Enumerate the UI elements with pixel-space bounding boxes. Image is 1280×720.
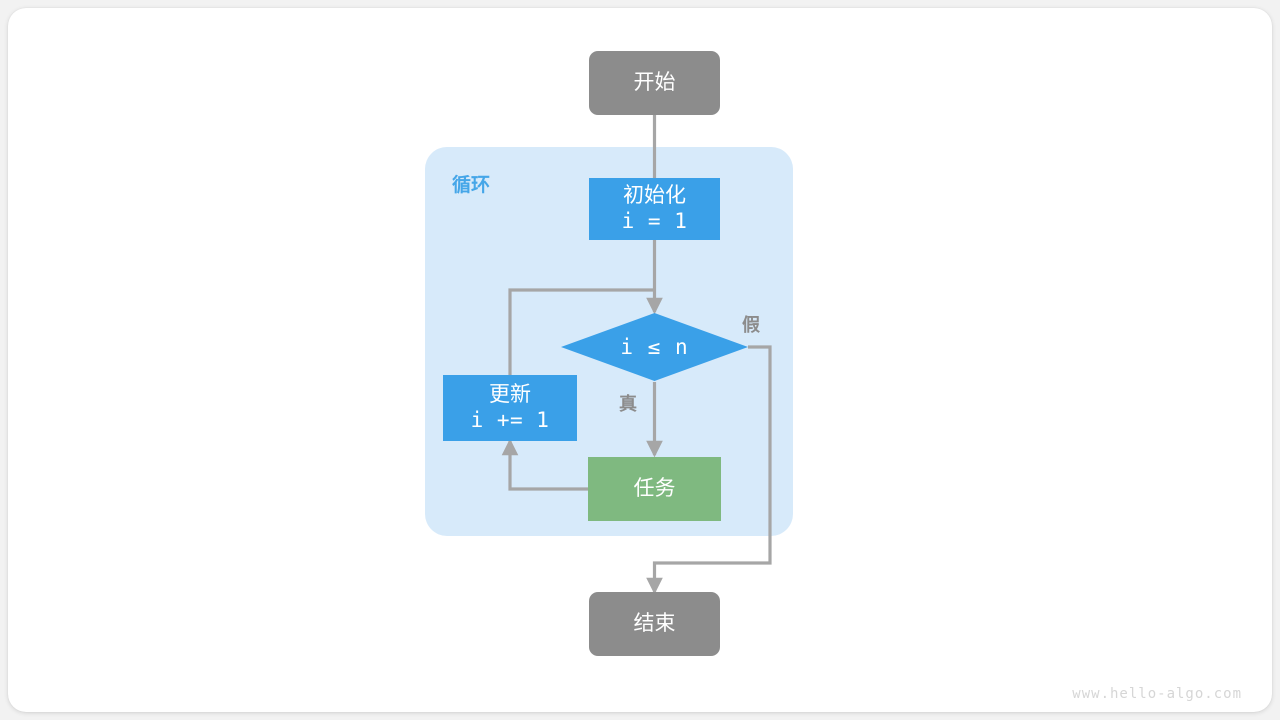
- node-start[interactable]: 开始: [589, 51, 720, 115]
- node-init[interactable]: 初始化 i = 1: [589, 178, 720, 240]
- edge-label-true: 真: [619, 394, 637, 414]
- node-update-line1: 更新: [489, 383, 531, 407]
- edge-condition-false-to-end: [646, 345, 772, 595]
- node-init-line2: i = 1: [621, 209, 688, 233]
- node-update[interactable]: 更新 i += 1: [443, 375, 577, 441]
- edge-label-false: 假: [742, 315, 760, 335]
- loop-group-label: 循环: [452, 175, 491, 196]
- condition-diamond[interactable]: [561, 313, 748, 381]
- node-end[interactable]: 结束: [589, 592, 720, 656]
- edge-task-to-update: [501, 438, 588, 491]
- watermark: www.hello-algo.com: [1072, 686, 1242, 702]
- edge-update-to-condition: [508, 288, 655, 375]
- node-init-line1: 初始化: [623, 184, 686, 208]
- node-task-label: 任务: [633, 476, 676, 500]
- node-task[interactable]: 任务: [588, 457, 721, 521]
- node-end-label: 结束: [633, 611, 676, 635]
- node-start-label: 开始: [633, 70, 676, 94]
- node-update-line2: i += 1: [470, 408, 550, 432]
